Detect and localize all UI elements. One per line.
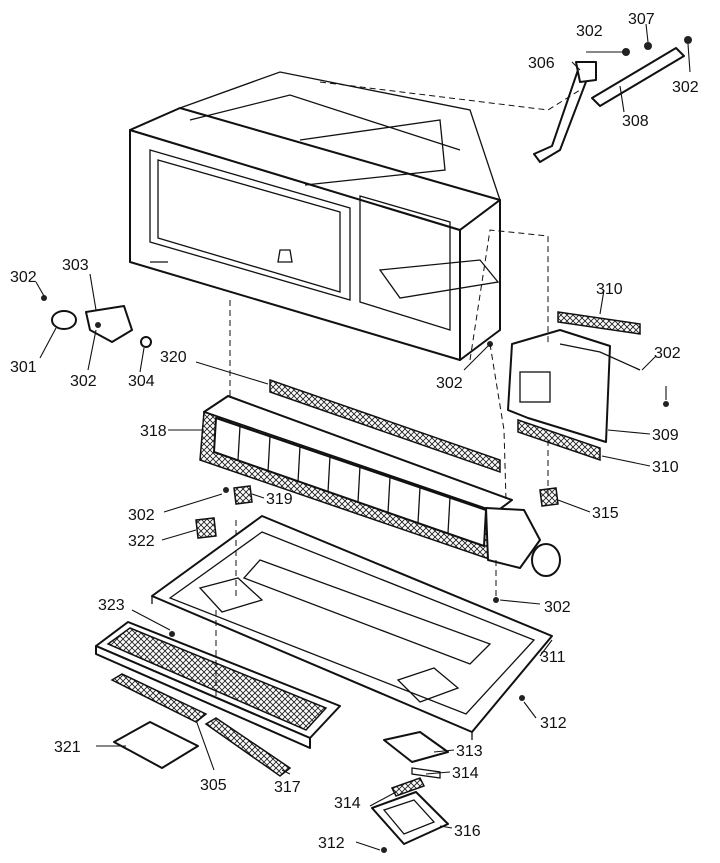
label-320: 320	[160, 349, 187, 366]
label-322: 322	[128, 533, 155, 550]
label-319: 319	[266, 491, 293, 508]
part-labels: 302 307 306 302 308 310 302 309 310 302 …	[10, 11, 699, 852]
label-314: 314	[334, 795, 361, 812]
side-duct-309	[507, 329, 641, 443]
bracket-308	[591, 47, 685, 107]
oven-cavity-frame	[129, 71, 502, 361]
plate-310-top	[557, 311, 641, 335]
label-308: 308	[622, 113, 649, 130]
label-311: 311	[540, 649, 566, 666]
label-321: 321	[54, 739, 81, 756]
bar-320	[269, 378, 501, 474]
label-312: 312	[318, 835, 345, 852]
label-310: 310	[652, 459, 679, 476]
label-317: 317	[274, 779, 301, 796]
label-318: 318	[140, 423, 167, 440]
label-302: 302	[128, 507, 155, 524]
label-302: 302	[436, 375, 463, 392]
label-314: 314	[452, 765, 479, 782]
blower-fan-318	[199, 395, 561, 577]
block-315	[539, 487, 559, 507]
label-310: 310	[596, 281, 623, 298]
label-302: 302	[70, 373, 97, 390]
label-306: 306	[528, 55, 555, 72]
panel-313	[383, 731, 449, 763]
bracket-306	[533, 61, 597, 163]
strip-305	[110, 673, 292, 777]
label-316: 316	[454, 823, 481, 840]
plate-310-bottom	[517, 418, 601, 462]
label-302: 302	[576, 23, 603, 40]
label-304: 304	[128, 373, 155, 390]
label-323: 323	[98, 597, 125, 614]
label-302: 302	[654, 345, 681, 362]
label-309: 309	[652, 427, 679, 444]
label-302: 302	[10, 269, 37, 286]
label-303: 303	[62, 257, 89, 274]
base-plate-311	[151, 515, 553, 740]
panel-321	[113, 721, 199, 769]
block-319	[233, 485, 253, 505]
label-302: 302	[672, 79, 699, 96]
label-305: 305	[200, 777, 227, 794]
label-302: 302	[544, 599, 571, 616]
alignment-lines	[215, 81, 581, 700]
screws-top	[622, 36, 692, 56]
label-301: 301	[10, 359, 37, 376]
tray-316	[371, 791, 449, 845]
grille-323-317	[95, 621, 341, 749]
label-313: 313	[456, 743, 483, 760]
label-315: 315	[592, 505, 619, 522]
label-307: 307	[628, 11, 655, 28]
leader-lines	[35, 23, 691, 851]
block-322	[195, 517, 217, 539]
label-312: 312	[540, 715, 567, 732]
hinge-assembly	[41, 295, 152, 348]
